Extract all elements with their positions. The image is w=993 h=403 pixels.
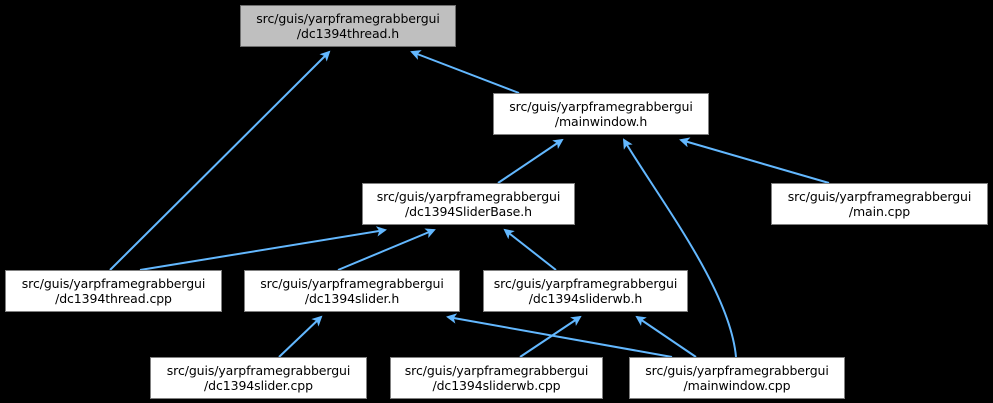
graph-node-main-cpp[interactable]: src/guis/yarpframegrabbergui/main.cpp [771, 183, 988, 225]
dependency-edge-dc1394thread-cpp-to-dc1394sliderbase-h [139, 226, 387, 271]
dependency-edge-dc1394slider-cpp-to-dc1394slider-h [278, 315, 323, 358]
node-label-path: src/guis/yarpframegrabbergui [509, 99, 693, 114]
node-label-path: src/guis/yarpframegrabbergui [645, 363, 829, 378]
graph-node-dc1394sliderwb-h[interactable]: src/guis/yarpframegrabbergui/dc1394slide… [483, 270, 688, 312]
graph-node-dc1394sliderwb-cpp[interactable]: src/guis/yarpframegrabbergui/dc1394slide… [390, 357, 603, 399]
dependency-edge-dc1394slider-h-to-dc1394sliderbase-h [337, 228, 436, 271]
dependency-edge-mainwindow-cpp-to-mainwindow-h [622, 138, 737, 358]
dependency-edge-dc1394sliderwb-cpp-to-dc1394sliderwb-h [519, 315, 582, 358]
node-label-filename: /dc1394slider.h [304, 291, 400, 306]
graph-node-dc1394sliderbase-h[interactable]: src/guis/yarpframegrabbergui/dc1394Slide… [362, 183, 575, 225]
node-label-filename: /dc1394sliderwb.h [528, 291, 643, 306]
graph-node-dc1394thread-h[interactable]: src/guis/yarpframegrabbergui/dc1394threa… [240, 5, 456, 47]
dependency-edge-main-cpp-to-mainwindow-h [679, 137, 830, 184]
graph-node-mainwindow-cpp[interactable]: src/guis/yarpframegrabbergui/mainwindow.… [629, 357, 845, 399]
node-label-path: src/guis/yarpframegrabbergui [260, 276, 444, 291]
node-label-path: src/guis/yarpframegrabbergui [787, 189, 972, 204]
dependency-edge-dc1394thread-cpp-to-dc1394thread-h [109, 50, 331, 271]
node-label-filename: /dc1394thread.h [296, 26, 400, 41]
node-label-path: src/guis/yarpframegrabbergui [493, 276, 678, 291]
node-label-path: src/guis/yarpframegrabbergui [404, 363, 589, 378]
graph-node-dc1394slider-cpp[interactable]: src/guis/yarpframegrabbergui/dc1394slide… [150, 357, 367, 399]
dependency-edge-dc1394sliderwb-h-to-dc1394sliderbase-h [503, 228, 557, 271]
node-label-filename: /main.cpp [848, 204, 911, 219]
node-label-path: src/guis/yarpframegrabbergui [166, 363, 351, 378]
node-label-path: src/guis/yarpframegrabbergui [21, 276, 206, 291]
node-label-filename: /mainwindow.h [554, 114, 648, 129]
graph-node-dc1394slider-h[interactable]: src/guis/yarpframegrabbergui/dc1394slide… [244, 270, 460, 312]
node-label-filename: /dc1394slider.cpp [204, 378, 313, 393]
dependency-edge-mainwindow-cpp-to-dc1394sliderwb-h [635, 315, 697, 358]
dependency-edge-mainwindow-cpp-to-dc1394slider-h [446, 313, 673, 358]
node-label-filename: /dc1394sliderwb.cpp [432, 378, 561, 393]
graph-node-mainwindow-h[interactable]: src/guis/yarpframegrabbergui/mainwindow.… [493, 93, 709, 135]
dependency-edge-mainwindow-h-to-dc1394thread-h [410, 50, 520, 94]
node-label-filename: /dc1394thread.cpp [55, 291, 172, 306]
node-label-filename: /dc1394SliderBase.h [405, 204, 532, 219]
graph-node-dc1394thread-cpp[interactable]: src/guis/yarpframegrabbergui/dc1394threa… [5, 270, 222, 312]
node-label-path: src/guis/yarpframegrabbergui [376, 189, 561, 204]
node-label-filename: /mainwindow.cpp [683, 378, 791, 393]
dependency-edge-dc1394sliderbase-h-to-mainwindow-h [497, 138, 564, 184]
node-label-path: src/guis/yarpframegrabbergui [256, 11, 440, 26]
